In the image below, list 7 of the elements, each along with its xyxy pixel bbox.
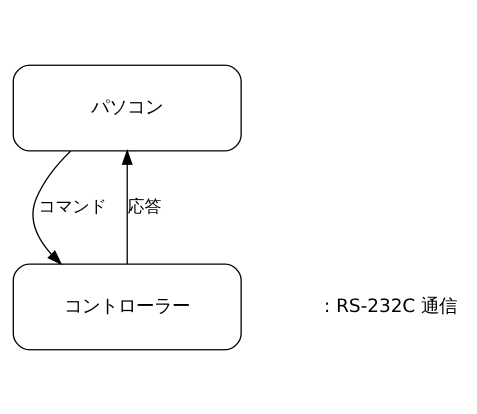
node-box: コントローラー xyxy=(12,262,242,350)
arrow xyxy=(32,150,71,265)
arrow xyxy=(122,148,133,264)
edge-label: 応答 xyxy=(127,196,162,216)
edge-label: コマンド xyxy=(38,196,107,216)
label: : RS-232C 通信 xyxy=(324,295,458,316)
node-box: パソコン xyxy=(12,64,242,152)
